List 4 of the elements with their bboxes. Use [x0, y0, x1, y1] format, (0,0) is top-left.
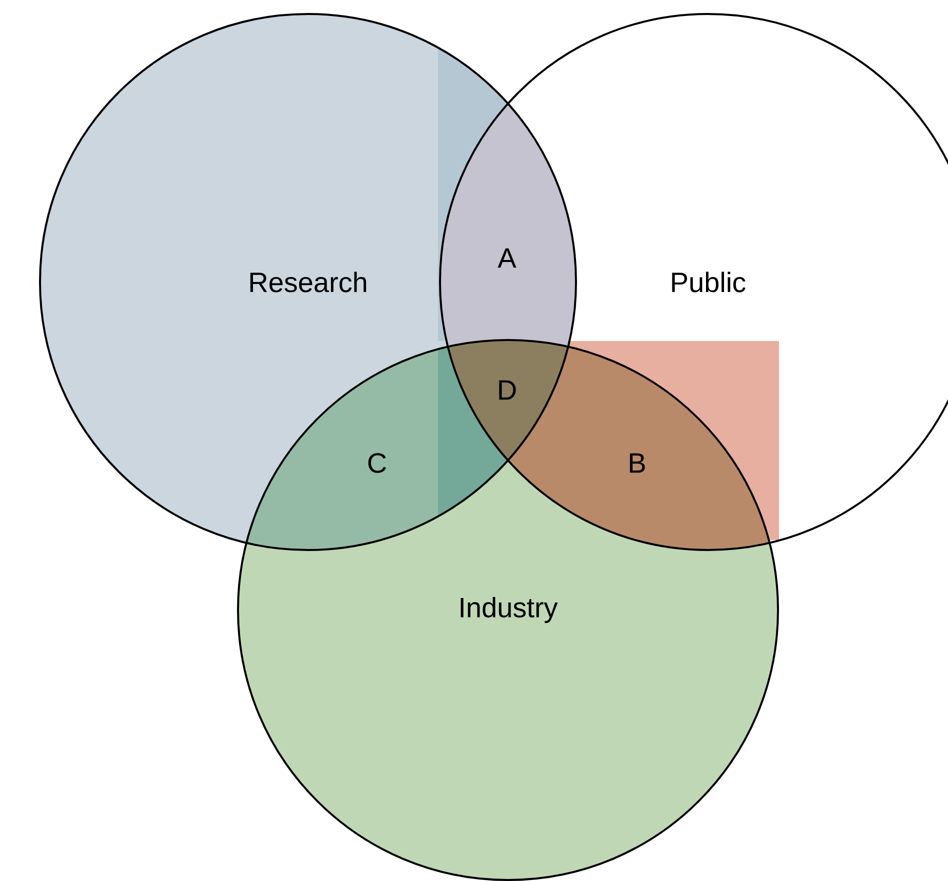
region-letter: D	[499, 380, 516, 400]
region-letter: B	[630, 453, 645, 473]
region-letter: A	[498, 248, 516, 268]
region-letter: C	[368, 453, 386, 473]
